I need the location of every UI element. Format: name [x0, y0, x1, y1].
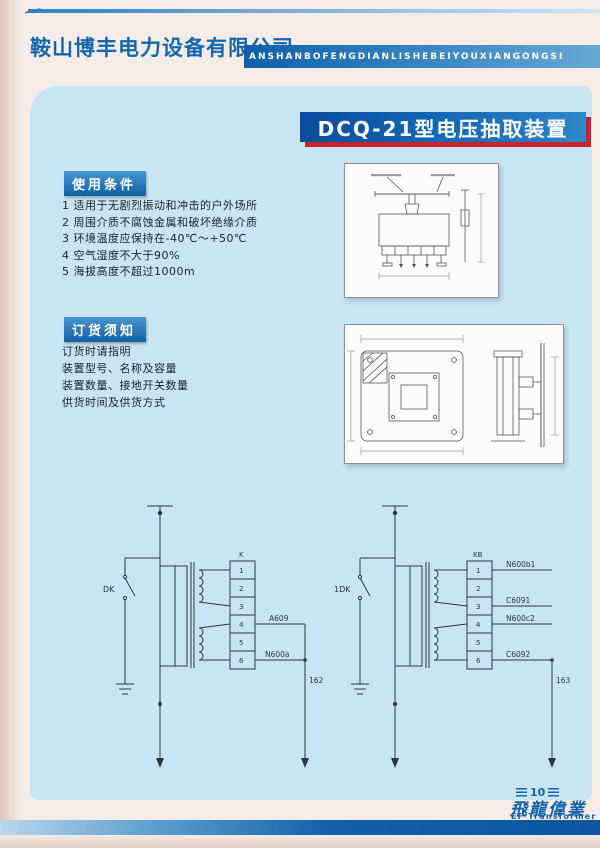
schematic-left: DK K 1 2 3 4 5 6 A609 N600a 162 — [103, 505, 324, 768]
list-item: 4 空气湿度不大于90% — [62, 248, 180, 262]
terminal-number: 1 — [239, 567, 243, 575]
list-item: 5 海拔高度不超过1000m — [62, 265, 196, 278]
switch-label: 1DK — [334, 585, 351, 594]
usage-conditions-heading: 使用条件 — [64, 171, 147, 196]
terminal-number: 6 — [239, 657, 244, 665]
terminal-block-label: K — [239, 551, 244, 559]
company-name-pinyin: ANSHANBOFENGDIANLISHEBEIYOUXIANGONGSI — [249, 51, 565, 62]
schematic-right: 1DK KB 1 2 3 4 5 6 N600b1 C6091 N600c2 C… — [334, 505, 571, 768]
device-outline-drawing — [344, 163, 499, 298]
node-label: 162 — [309, 676, 324, 685]
header-rule — [28, 9, 600, 13]
list-item: 订货时请指明 — [62, 345, 131, 358]
page-number: 10 — [530, 786, 546, 799]
terminal-number: 5 — [239, 639, 243, 647]
list-item: 3 环境温度应保持在-40℃～+50℃ — [62, 232, 247, 245]
header-bar: ANSHANBOFENGDIANLISHEBEIYOUXIANGONGSI — [244, 45, 600, 68]
wire-label: N600c2 — [506, 614, 535, 623]
ordering-notes-heading: 订货须知 — [64, 317, 147, 342]
wire-label: N600b1 — [506, 560, 536, 569]
brand-logo-subtitle: EF Transformer — [511, 812, 597, 821]
page-title: DCQ-21型电压抽取装置 — [300, 112, 586, 142]
wire-label: N600a — [265, 650, 290, 659]
device-outline-svg — [371, 174, 485, 280]
wire-label: C6091 — [506, 596, 531, 605]
marker-lines-icon — [548, 788, 560, 797]
wiring-diagrams: DK K 1 2 3 4 5 6 A609 N600a 162 — [30, 488, 592, 800]
terminal-number: 3 — [476, 603, 480, 611]
terminal-number: 4 — [476, 621, 481, 629]
scan-edge-bottom — [0, 834, 600, 848]
list-item: 1 适用于无剧烈振动和冲击的户外场所 — [62, 199, 258, 212]
terminal-number: 4 — [239, 621, 244, 629]
usage-conditions-list: 1 适用于无剧烈振动和冲击的户外场所 2 周围介质不腐蚀金属和破坏绝缘介质 3 … — [62, 198, 258, 281]
page-number-marker: 10 — [516, 786, 560, 799]
terminal-number: 6 — [476, 657, 481, 665]
scan-edge — [0, 0, 22, 848]
brand-logo: 飛龍偉業 — [510, 800, 586, 820]
marker-lines-icon — [516, 788, 527, 797]
terminal-number: 5 — [476, 639, 480, 647]
switch-label: DK — [103, 585, 115, 594]
wire-label: A609 — [269, 614, 289, 623]
ordering-notes-list: 订货时请指明 装置型号、名称及容量 装置数量、接地开关数量 供货时间及供货方式 — [62, 343, 189, 411]
terminal-number: 2 — [239, 585, 243, 593]
dimension-drawing — [344, 324, 564, 464]
node-label: 163 — [556, 676, 571, 685]
terminal-number: 2 — [476, 585, 480, 593]
terminal-number: 1 — [476, 567, 480, 575]
list-item: 装置型号、名称及容量 — [62, 362, 177, 375]
list-item: 装置数量、接地开关数量 — [62, 379, 189, 392]
terminal-number: 3 — [239, 603, 243, 611]
dimension-drawing-svg — [347, 335, 559, 455]
terminal-block-label: KB — [473, 551, 483, 559]
footer-bar — [0, 820, 600, 835]
list-item: 2 周围介质不腐蚀金属和破坏绝缘介质 — [62, 215, 258, 229]
list-item: 供货时间及供货方式 — [62, 396, 166, 409]
wire-label: C6092 — [506, 650, 531, 659]
